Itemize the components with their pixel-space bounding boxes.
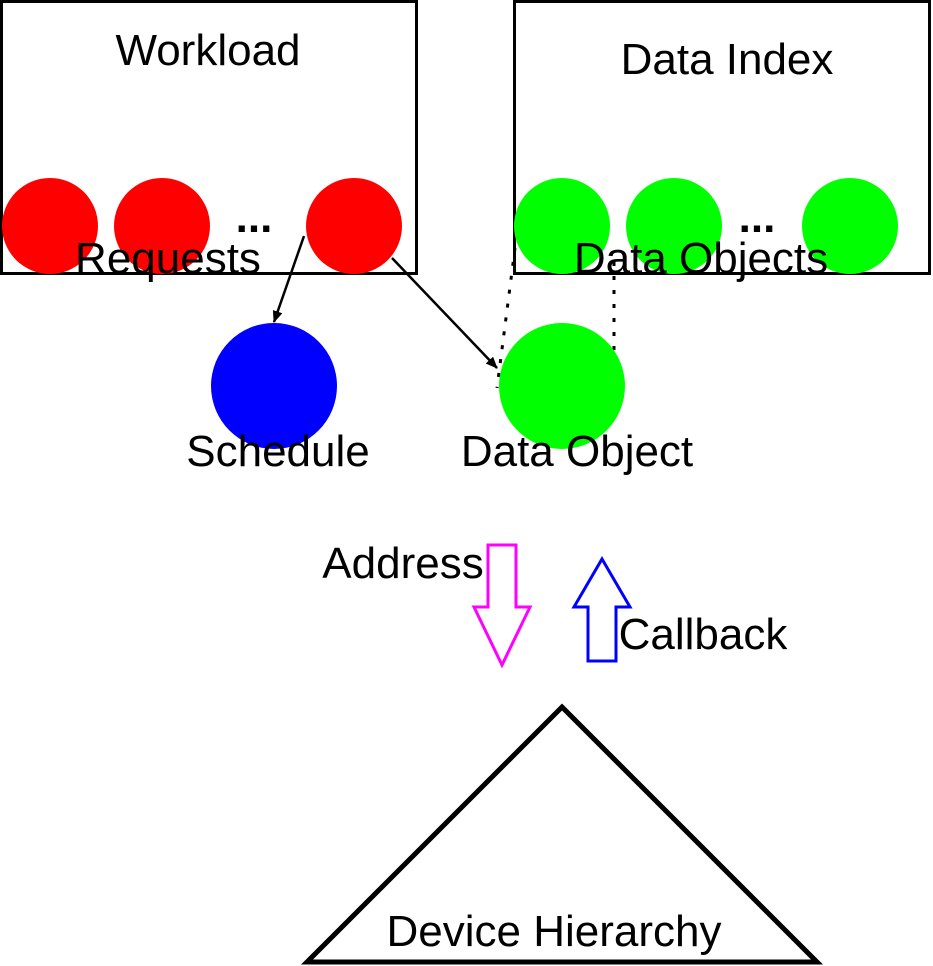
requests-ellipsis: ... bbox=[236, 193, 273, 242]
address-arrow bbox=[471, 543, 533, 669]
request-circle-3 bbox=[306, 178, 402, 274]
callback-label: Callback bbox=[619, 610, 789, 659]
workload-box: Workload ... Requests bbox=[0, 0, 418, 283]
requests-label: Requests bbox=[75, 234, 261, 283]
data-object-label: Data Object bbox=[461, 427, 693, 476]
data-objects-ellipsis: ... bbox=[739, 193, 776, 242]
data-objects-label: Data Objects bbox=[574, 234, 828, 283]
data-object-circle bbox=[499, 323, 625, 449]
data-object-circle-1 bbox=[514, 178, 610, 274]
callback-arrow bbox=[571, 556, 633, 663]
request-to-schedule-arrow bbox=[272, 235, 306, 323]
request-circle-2 bbox=[114, 178, 210, 274]
data-index-title: Data Index bbox=[621, 35, 834, 84]
data-index-box: Data Index ... Data Objects bbox=[513, 0, 931, 283]
workload-title: Workload bbox=[115, 26, 300, 75]
schedule-label: Schedule bbox=[186, 427, 369, 476]
device-hierarchy-label: Device Hierarchy bbox=[387, 907, 722, 956]
address-label: Address bbox=[322, 539, 483, 588]
schedule-circle bbox=[211, 323, 337, 449]
device-hierarchy-triangle bbox=[300, 703, 824, 965]
data-object-circle-2 bbox=[626, 178, 722, 274]
dotted-connector-left bbox=[495, 247, 517, 389]
data-object-circle-3 bbox=[802, 178, 898, 274]
request-to-data-object-arrow bbox=[391, 257, 498, 369]
request-circle-1 bbox=[2, 178, 98, 274]
